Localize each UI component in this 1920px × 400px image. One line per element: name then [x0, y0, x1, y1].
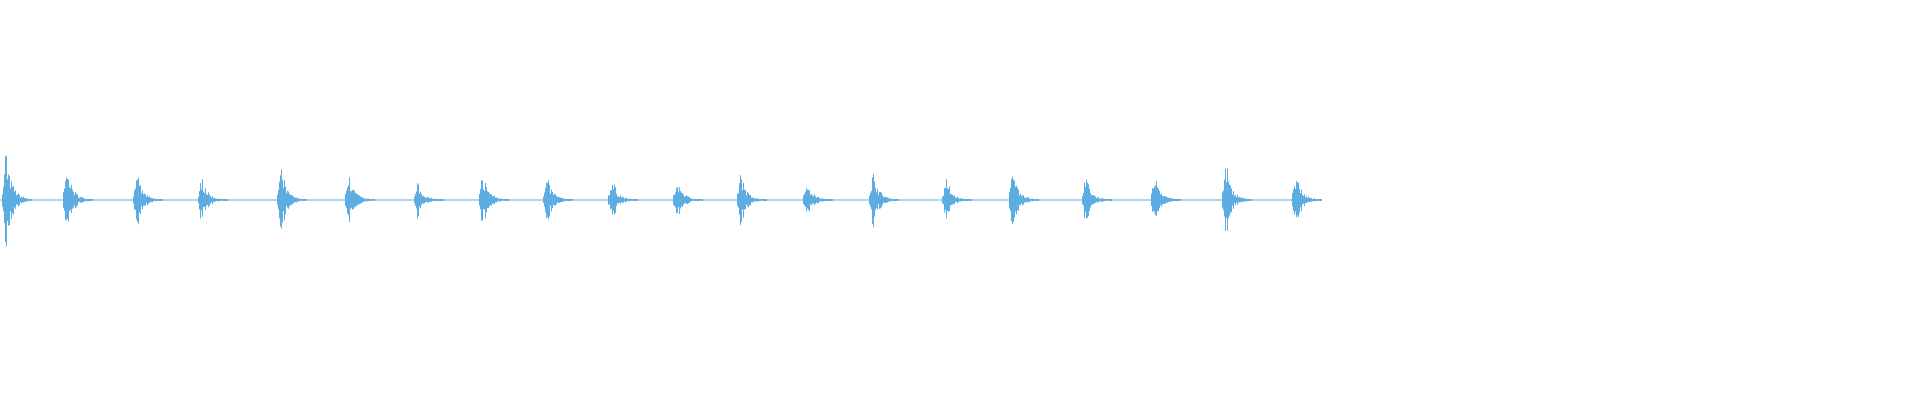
waveform-burst-samples: [1151, 181, 1181, 216]
waveform-burst-samples: [479, 180, 509, 221]
waveform-burst: [345, 177, 375, 223]
waveform-burst-samples: [414, 183, 444, 219]
waveform-burst-samples: [133, 177, 163, 225]
waveform-burst: [1082, 179, 1112, 219]
waveform-burst-samples: [803, 188, 833, 212]
waveform-burst-samples: [1009, 176, 1039, 224]
waveform-burst-samples: [1292, 181, 1322, 218]
waveform-burst: [198, 179, 228, 219]
waveform-burst: [63, 177, 93, 222]
waveform-burst: [737, 175, 767, 226]
waveform-burst: [803, 188, 833, 212]
waveform-burst-samples: [1082, 179, 1112, 219]
waveform-burst: [2, 155, 32, 247]
waveform-burst-samples: [63, 177, 93, 222]
waveform-burst: [869, 174, 899, 228]
waveform-burst-samples: [942, 179, 972, 219]
waveform-burst-samples: [2, 155, 32, 247]
waveform-burst-samples: [608, 184, 638, 215]
waveform-burst: [1222, 168, 1252, 231]
waveform-burst: [277, 169, 307, 229]
waveform-burst: [133, 177, 163, 225]
waveform-burst: [479, 180, 509, 221]
waveform-burst-samples: [869, 174, 899, 228]
waveform-burst-samples: [543, 180, 573, 220]
waveform-burst: [543, 180, 573, 220]
waveform-burst: [1292, 181, 1322, 218]
waveform-burst-samples: [198, 179, 228, 219]
waveform-burst: [414, 183, 444, 219]
waveform-burst: [608, 184, 638, 215]
waveform-burst-samples: [1222, 168, 1252, 231]
waveform-burst-samples: [277, 169, 307, 229]
waveform-burst: [1151, 181, 1181, 216]
waveform-burst: [673, 186, 703, 214]
waveform-burst-samples: [737, 175, 767, 226]
waveform-burst-samples: [673, 186, 703, 214]
waveform-burst-samples: [345, 177, 375, 223]
waveform-burst: [942, 179, 972, 219]
waveform-burst: [1009, 176, 1039, 224]
